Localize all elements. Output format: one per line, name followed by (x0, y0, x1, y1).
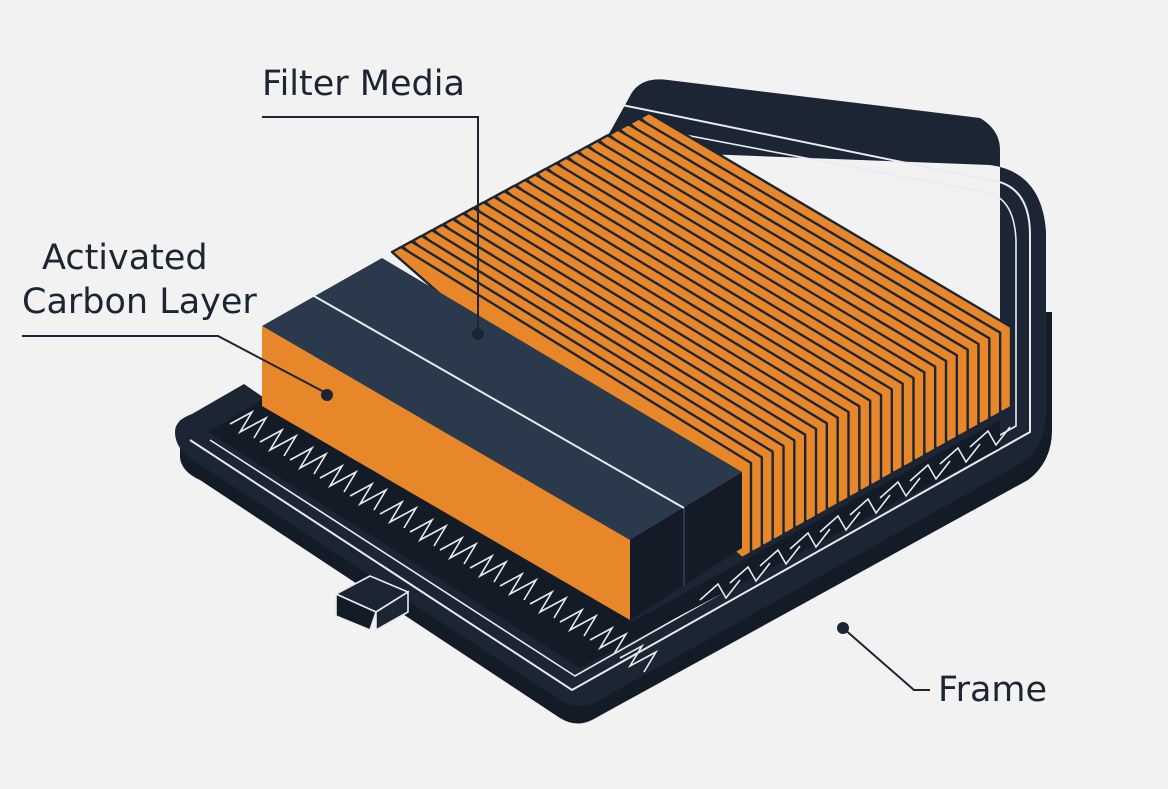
frame-top (175, 79, 1046, 707)
activated-carbon-layer (262, 258, 742, 620)
frame-grid-segment (849, 494, 891, 516)
frame-tab (334, 575, 410, 632)
frame-grid-segment (589, 625, 629, 655)
frame-grid-segment (259, 427, 299, 457)
carbon-layer-front (262, 326, 630, 620)
activated-carbon-label: Activated Carbon Layer (22, 236, 257, 324)
frame-grid-segment (559, 607, 599, 637)
leader-filter-media (262, 116, 484, 340)
activated-carbon-label-line1: Activated (42, 238, 208, 278)
frame-grid-segment (789, 528, 831, 550)
frame-grid-segment (529, 589, 569, 619)
frame-grid-segment (939, 443, 981, 465)
frame-grid-segment (729, 562, 771, 584)
frame-grid-segment (879, 477, 921, 499)
frame-label: Frame (938, 670, 1048, 710)
carbon-layer-top (262, 258, 742, 540)
frame-grid-segment (349, 481, 389, 511)
frame-grid-segment (229, 409, 269, 439)
frame-grid-segment (759, 545, 801, 567)
filter-media-label: Filter Media (262, 64, 465, 104)
carbon-layer-seam (313, 295, 685, 509)
frame-lip-outer (189, 104, 1031, 692)
frame-grid-segment (499, 571, 539, 601)
leader-carbon-layer (22, 335, 333, 401)
frame-grid-segment (409, 517, 449, 547)
frame-lip-inner (209, 125, 1017, 677)
frame-grid-segment (969, 426, 1011, 448)
frame-grid-segment (699, 579, 741, 601)
carbon-layer-end (630, 472, 742, 620)
frame-grid-segment (439, 535, 479, 565)
frame-grid-segment (379, 499, 419, 529)
frame-grid-segment (619, 643, 659, 673)
frame-base-grid (229, 409, 1011, 673)
frame-grid-segment (909, 460, 951, 482)
frame-grid-segment (469, 553, 509, 583)
frame-grid-segment (319, 463, 359, 493)
activated-carbon-label-line2: Carbon Layer (22, 282, 257, 322)
frame-base-grid-area (208, 400, 1000, 668)
frame-grid-segment (819, 511, 861, 533)
frame-grid-segment (289, 445, 329, 475)
leader-frame (837, 622, 930, 691)
